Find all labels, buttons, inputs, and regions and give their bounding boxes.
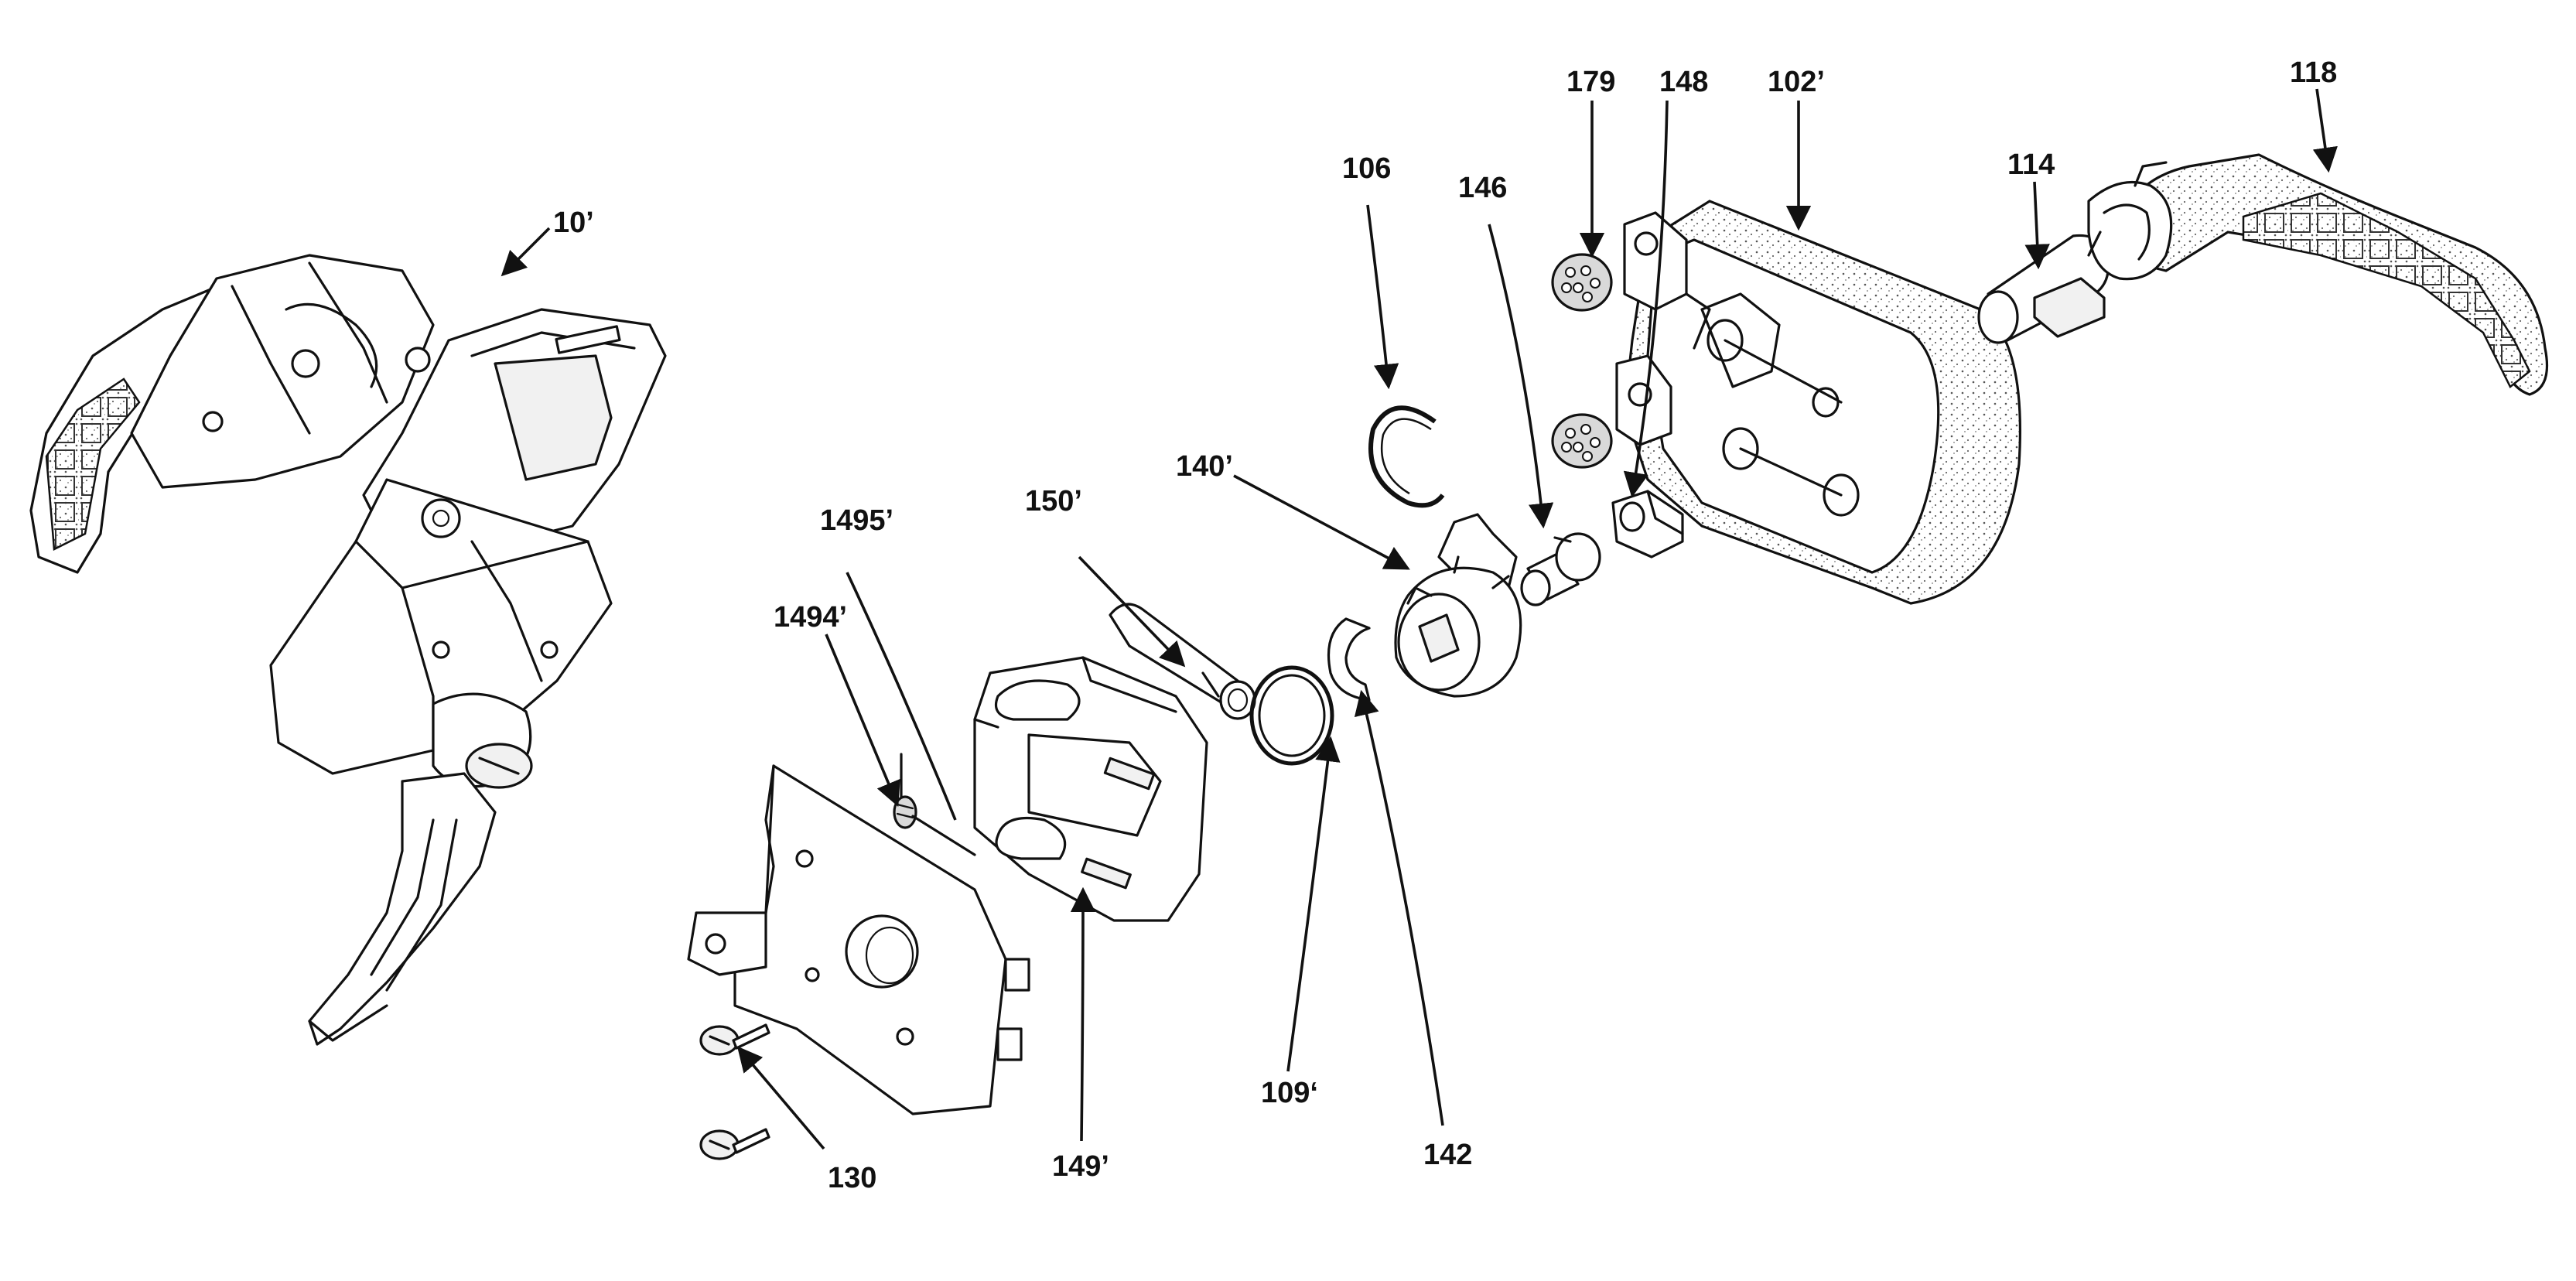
- knob-lower: [1553, 415, 1611, 467]
- knob-upper: [1553, 254, 1611, 310]
- leader-150: [1079, 557, 1184, 665]
- screws-130: [701, 1025, 769, 1159]
- assembled-upper-housing: [132, 255, 433, 487]
- label-130: 130: [828, 1162, 876, 1194]
- label-140: 140’: [1176, 450, 1233, 483]
- housing-post: [1813, 388, 1838, 416]
- label-150: 150’: [1025, 485, 1082, 518]
- assembled-screw: [422, 500, 460, 537]
- label-148: 148: [1659, 66, 1708, 98]
- ring-inner: [1259, 675, 1324, 756]
- leader-146: [1489, 224, 1543, 526]
- screw-shank: [733, 1129, 769, 1153]
- label-146: 146: [1458, 172, 1507, 204]
- label-149: 149’: [1052, 1150, 1109, 1183]
- assembled-screw: [406, 348, 429, 371]
- split-ring-106: [1371, 408, 1443, 505]
- clip-142: [1329, 619, 1370, 700]
- label-106: 106: [1342, 152, 1391, 185]
- cylinder-face: [1979, 292, 2017, 343]
- leader-130: [739, 1048, 824, 1149]
- pin-146: [1522, 534, 1600, 605]
- ring-outer: [1252, 668, 1332, 763]
- label-142: 142: [1423, 1139, 1472, 1171]
- label-118: 118: [2290, 56, 2337, 89]
- knobs-179: [1553, 254, 1611, 467]
- leader-106: [1368, 205, 1389, 387]
- handle-body: [2120, 155, 2547, 395]
- leader-109: [1288, 739, 1331, 1071]
- pin-end: [1221, 681, 1255, 719]
- label-1495: 1495’: [820, 504, 893, 537]
- assembled-lower-handle: [309, 774, 495, 1044]
- label-179: 179: [1566, 66, 1615, 98]
- label-1494: 1494’: [774, 601, 847, 634]
- clip-body: [1329, 619, 1370, 700]
- screw-shank: [733, 1025, 769, 1048]
- leader-114: [2034, 182, 2038, 267]
- ring-109: [1252, 668, 1332, 763]
- leader-10: [503, 228, 549, 275]
- assembled-screw: [203, 412, 222, 431]
- leader-140: [1234, 476, 1408, 569]
- label-114: 114: [2007, 149, 2055, 181]
- assembled-screw: [292, 350, 319, 377]
- assembled-screw: [542, 642, 557, 658]
- label-109: 109‘: [1261, 1077, 1318, 1109]
- rotor-140: [1396, 514, 1521, 696]
- leader-149: [1081, 890, 1083, 1141]
- assembled-screw: [433, 642, 449, 658]
- label-102: 102’: [1768, 66, 1825, 98]
- leader-118: [2317, 89, 2328, 170]
- label-10: 10’: [553, 207, 594, 239]
- handle-118: [2089, 155, 2547, 395]
- mounting-plate-tab: [688, 913, 766, 975]
- assembled-lock-unit: [31, 255, 665, 1044]
- handle-collar: [2089, 183, 2171, 279]
- cylinder-114: [1979, 235, 2108, 343]
- leader-142: [1361, 692, 1443, 1126]
- frame-149: [975, 658, 1207, 921]
- mounting-plate-hole: [846, 916, 917, 987]
